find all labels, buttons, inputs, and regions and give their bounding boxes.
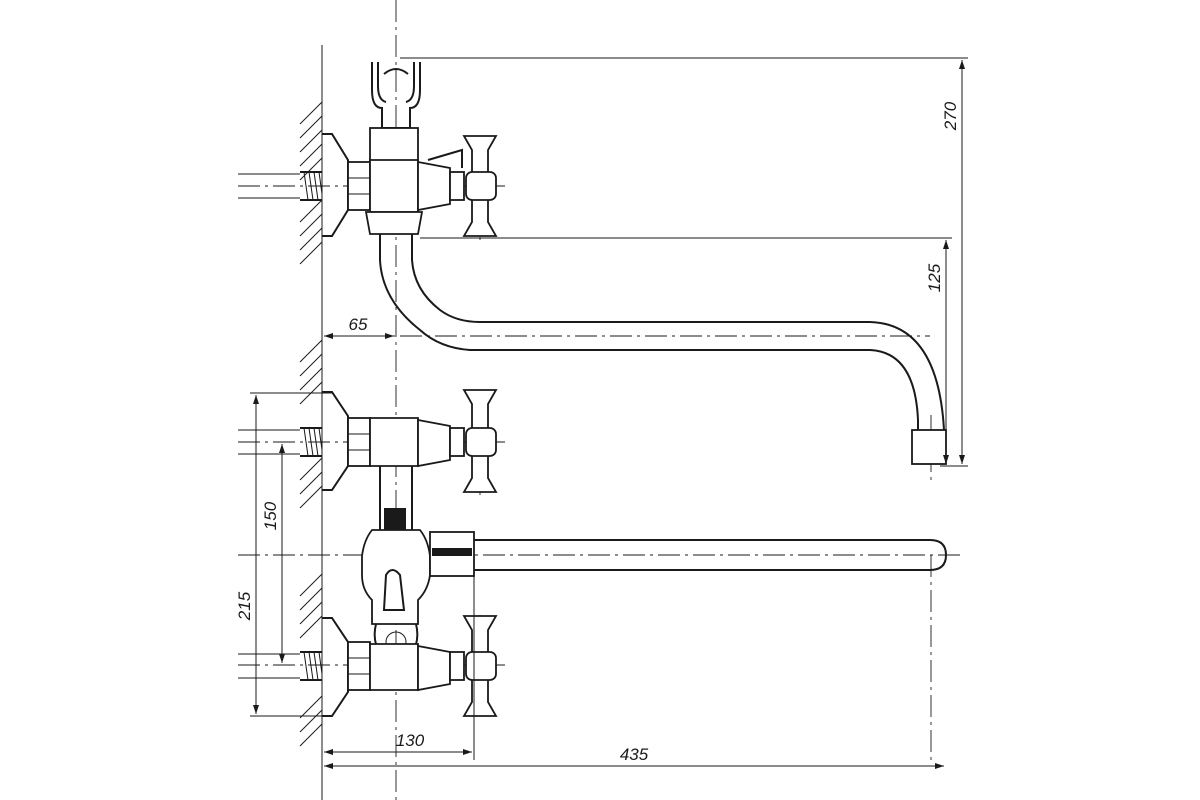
dimension-215: 215 xyxy=(235,392,332,717)
bath-spout xyxy=(474,539,948,571)
dimension-label-125: 125 xyxy=(925,263,944,292)
bottom-valve-assembly xyxy=(238,615,498,717)
dimension-125: 125 xyxy=(420,237,952,464)
dimension-435: 435 xyxy=(324,745,944,769)
middle-thread xyxy=(238,427,323,457)
dimension-150: 150 xyxy=(261,444,285,663)
bottom-wall-flange xyxy=(322,617,349,717)
wall-hatch-top xyxy=(299,101,323,265)
dimension-label-435: 435 xyxy=(620,745,649,764)
dimension-label-270: 270 xyxy=(941,101,960,131)
top-valve-assembly xyxy=(238,62,498,237)
dimension-label-65: 65 xyxy=(349,315,368,334)
dimension-label-215: 215 xyxy=(235,591,254,621)
middle-valve-assembly xyxy=(238,389,498,530)
bottom-cross-handle xyxy=(449,615,498,717)
dimension-270: 270 xyxy=(400,57,968,467)
wall xyxy=(299,45,323,800)
dimension-label-150: 150 xyxy=(261,501,280,530)
wall-hatch-middle xyxy=(299,339,323,509)
dimension-label-130: 130 xyxy=(396,731,425,750)
upper-swivel-spout xyxy=(379,234,947,465)
center-lines xyxy=(238,0,960,800)
top-wall-flange xyxy=(322,133,349,237)
mixer-body xyxy=(361,508,475,625)
top-cross-handle xyxy=(449,135,498,237)
wall-hatch-bottom xyxy=(299,573,323,747)
middle-wall-flange xyxy=(322,391,349,491)
dimension-130: 130 xyxy=(324,576,475,760)
middle-cross-handle xyxy=(449,389,498,493)
dimension-65: 65 xyxy=(324,315,394,339)
diverter-knob xyxy=(384,508,406,530)
top-thread xyxy=(238,171,323,201)
bottom-thread xyxy=(238,651,323,681)
